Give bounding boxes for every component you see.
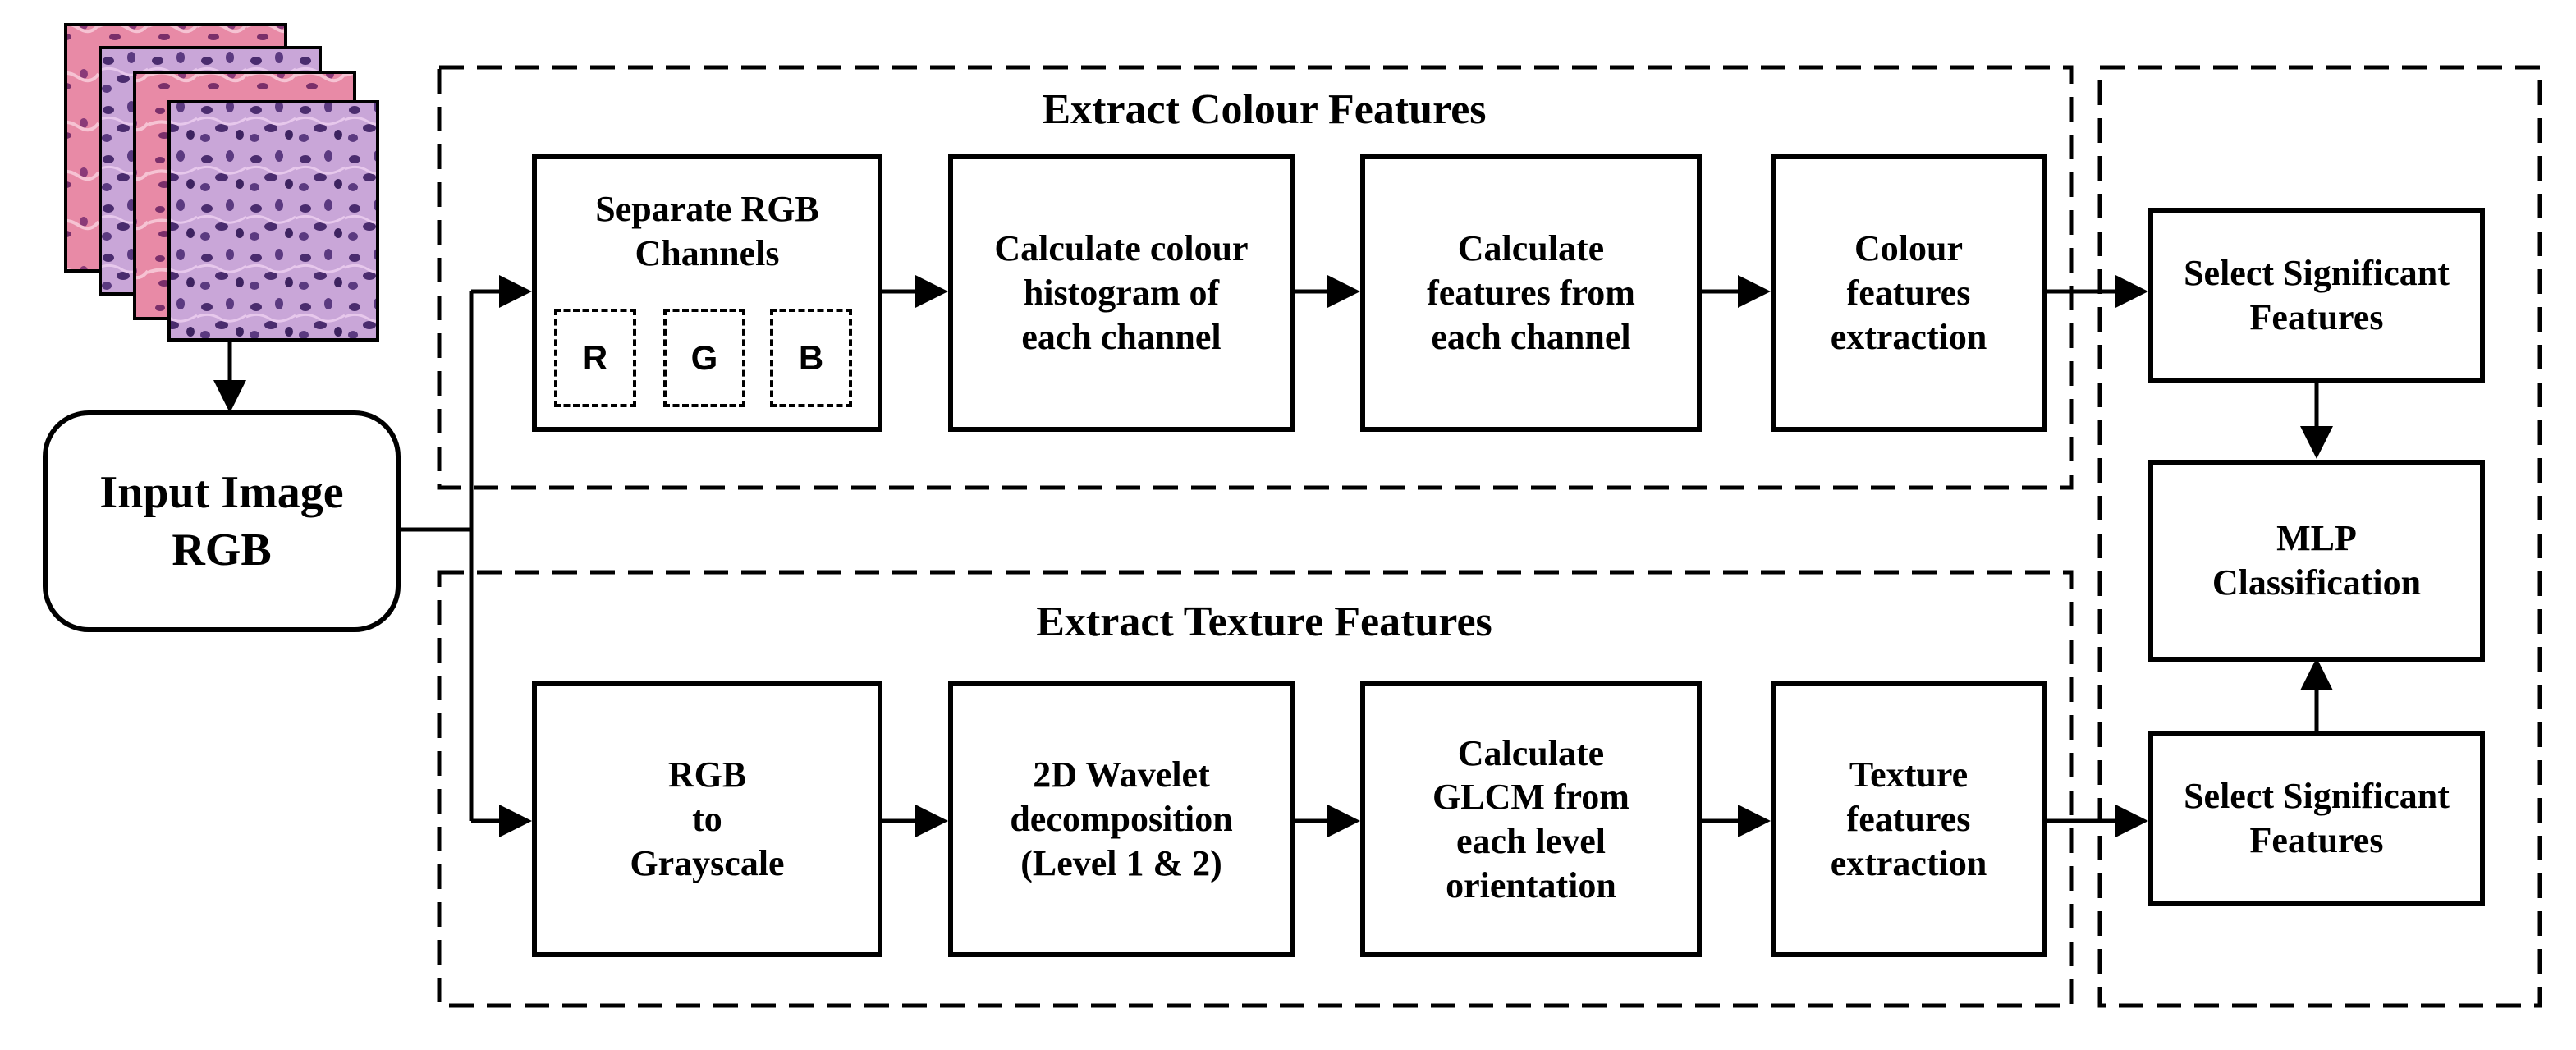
wavelet-decomposition-label: 2D Wavelet decomposition (Level 1 & 2) [1010,754,1233,883]
channel-b: B [770,309,852,407]
features-from-channel-box: Calculate features from each channel [1360,154,1702,432]
glcm-label: Calculate GLCM from each level orientati… [1432,732,1629,906]
features-from-channel-label: Calculate features from each channel [1427,228,1635,357]
rgb-to-grayscale-box: RGB to Grayscale [532,681,882,957]
classification-region [2097,65,2542,1008]
mlp-classification-box: MLP Classification [2148,460,2485,662]
colour-histogram-label: Calculate colour histogram of each chann… [994,228,1249,357]
colour-histogram-box: Calculate colour histogram of each chann… [948,154,1295,432]
mlp-classification-label: MLP Classification [2212,518,2422,603]
colour-features-extraction-box: Colour features extraction [1771,154,2047,432]
input-image-label: Input Image RGB [99,467,344,575]
histology-image-stack-icon [64,23,379,342]
channel-g: G [663,309,745,407]
separate-rgb-label: Separate RGB Channels [595,189,819,273]
colour-features-extraction-label: Colour features extraction [1830,228,1987,357]
select-significant-bottom-label: Select Significant Features [2184,775,2450,860]
texture-features-extraction-label: Texture features extraction [1830,754,1987,883]
texture-features-region [437,570,2074,1008]
rgb-to-grayscale-label: RGB to Grayscale [630,754,785,883]
channel-r: R [554,309,636,407]
select-significant-features-top-box: Select Significant Features [2148,208,2485,383]
colour-region-title: Extract Colour Features [1042,86,1487,133]
texture-region-title: Extract Texture Features [1036,598,1492,645]
input-image-box: Input Image RGB [43,410,401,632]
select-significant-features-bottom-box: Select Significant Features [2148,731,2485,906]
select-significant-top-label: Select Significant Features [2184,252,2450,337]
glcm-box: Calculate GLCM from each level orientati… [1360,681,1702,957]
colour-features-region [437,65,2074,490]
wavelet-decomposition-box: 2D Wavelet decomposition (Level 1 & 2) [948,681,1295,957]
texture-features-extraction-box: Texture features extraction [1771,681,2047,957]
